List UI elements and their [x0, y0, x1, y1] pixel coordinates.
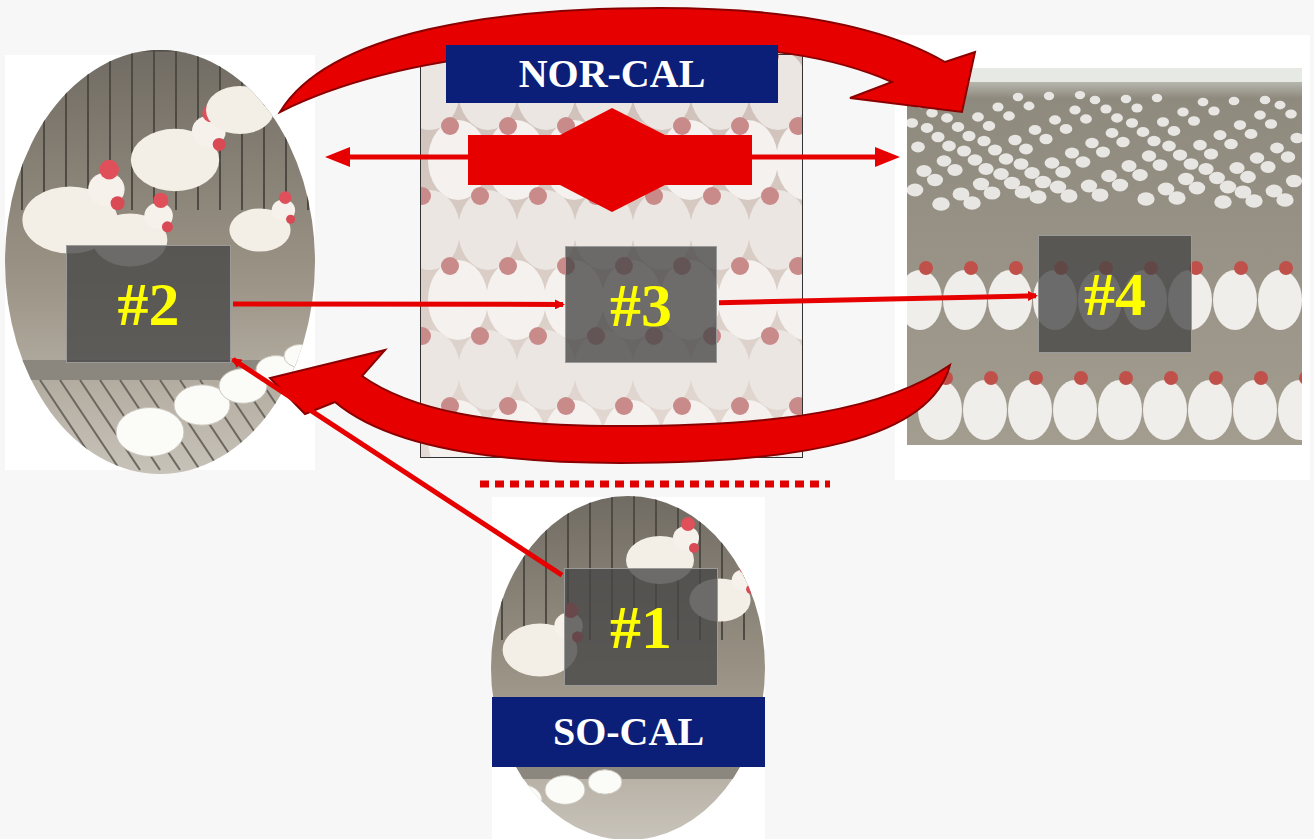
- region-band: NOR-CAL: [446, 45, 778, 103]
- callout-number: #1: [610, 596, 672, 658]
- callout-box: #4: [1038, 235, 1192, 353]
- callout-box: #2: [66, 245, 231, 363]
- flow-arrow: [233, 359, 562, 575]
- callout-number: #2: [118, 273, 180, 335]
- region-label: SO-CAL: [553, 712, 704, 752]
- region-band: SO-CAL: [492, 697, 765, 767]
- callout-number: #4: [1084, 263, 1146, 325]
- flow-arrow: [719, 296, 1036, 303]
- flow-arrow: [233, 302, 563, 307]
- callout-box: #3: [565, 246, 717, 363]
- region-label: NOR-CAL: [519, 54, 706, 94]
- callout-box: #1: [564, 568, 718, 686]
- callout-number: #3: [610, 274, 672, 336]
